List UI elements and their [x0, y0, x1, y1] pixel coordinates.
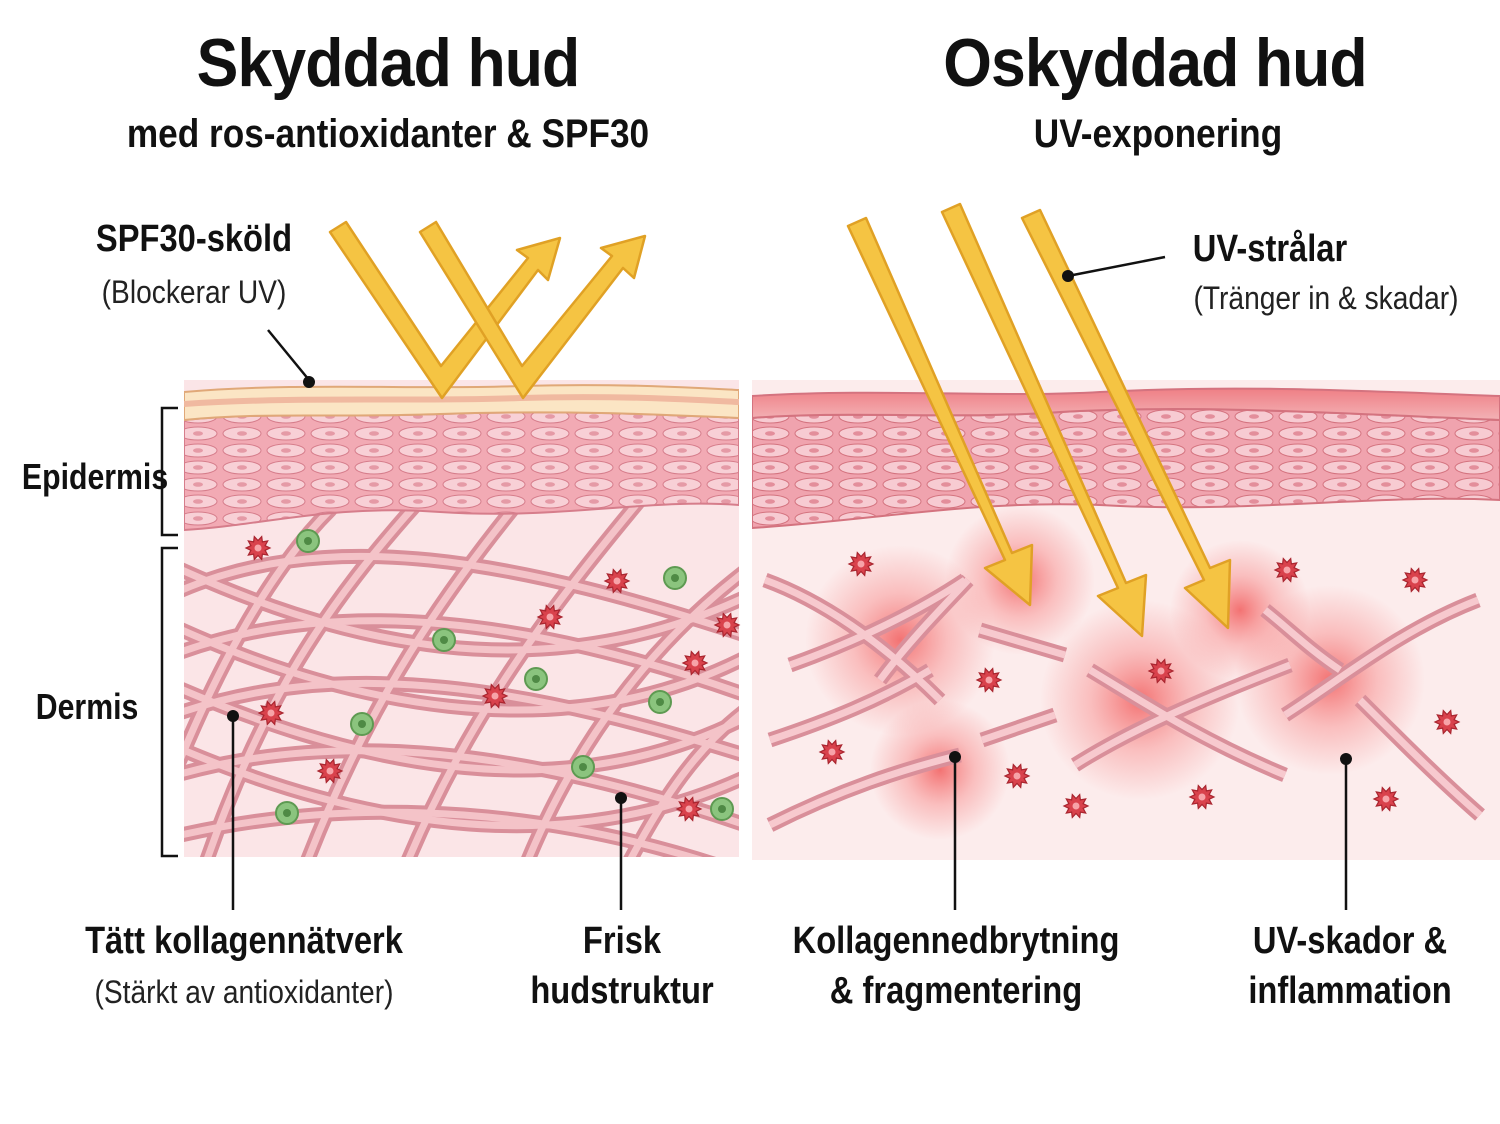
protected-title: Skyddad hud	[196, 25, 581, 101]
dermis-label: Dermis	[35, 686, 139, 727]
dense-collagen-note: (Stärkt av antioxidanter)	[94, 974, 394, 1010]
protected-subtitle: med ros-antioxidanter & SPF30	[126, 112, 650, 156]
free-radical-icon	[1003, 763, 1031, 789]
reflected-uv-arrows	[328, 220, 647, 400]
free-radical-icon	[1273, 557, 1301, 583]
antioxidant-icon	[524, 667, 548, 691]
healthy-structure-label-2: hudstruktur	[530, 970, 714, 1012]
free-radical-icon	[675, 796, 703, 822]
antioxidant-icon	[648, 690, 672, 714]
free-radical-icon	[603, 568, 631, 594]
unprotected-skin-panel	[752, 380, 1500, 860]
free-radical-icon	[536, 604, 564, 630]
antioxidant-icon	[432, 628, 456, 652]
free-radical-icon	[481, 683, 509, 709]
antioxidant-cells	[275, 529, 734, 825]
free-radical-icon	[847, 551, 875, 577]
free-radical-icon	[1062, 793, 1090, 819]
antioxidant-icon	[275, 801, 299, 825]
protected-skin-panel	[184, 380, 739, 858]
spf30-shield-layer	[184, 384, 739, 422]
epidermis-label: Epidermis	[21, 456, 169, 497]
free-radicals	[244, 535, 1461, 822]
collagen-breakdown-label-1: Kollagennedbrytning	[792, 920, 1120, 962]
healthy-structure-label-1: Frisk	[582, 920, 662, 962]
free-radical-icon	[1401, 567, 1429, 593]
free-radical-icon	[316, 758, 344, 784]
antioxidant-icon	[571, 755, 595, 779]
free-radical-icon	[257, 700, 285, 726]
free-radical-icon	[681, 650, 709, 676]
layer-brackets	[160, 406, 178, 858]
free-radical-icon	[1147, 658, 1175, 684]
spf30-shield-label: SPF30-sköld	[95, 218, 293, 260]
callout-lines	[231, 255, 1348, 910]
free-radical-icon	[818, 739, 846, 765]
uv-damage-label-1: UV-skador &	[1252, 920, 1448, 962]
callout-dots	[227, 270, 1352, 804]
antioxidant-icon	[296, 529, 320, 553]
uv-rays-note: (Tränger in & skadar)	[1193, 280, 1459, 316]
free-radical-icon	[1433, 709, 1461, 735]
penetrating-uv-arrows	[846, 202, 1232, 638]
uv-rays-label: UV-strålar	[1192, 228, 1348, 270]
unprotected-title: Oskyddad hud	[943, 25, 1367, 101]
free-radical-icon	[1372, 786, 1400, 812]
uv-damage-label-2: inflammation	[1248, 970, 1452, 1012]
antioxidant-icon	[663, 566, 687, 590]
collagen-breakdown-label-2: & fragmentering	[829, 970, 1083, 1012]
antioxidant-icon	[710, 797, 734, 821]
free-radical-icon	[244, 535, 272, 561]
antioxidant-icon	[350, 712, 374, 736]
free-radical-icon	[975, 667, 1003, 693]
unprotected-subtitle: UV-exponering	[1033, 112, 1283, 156]
free-radical-icon	[1188, 784, 1216, 810]
dense-collagen-label: Tätt kollagennätverk	[85, 920, 403, 962]
spf30-shield-note: (Blockerar UV)	[101, 274, 287, 310]
free-radical-icon	[713, 612, 741, 638]
